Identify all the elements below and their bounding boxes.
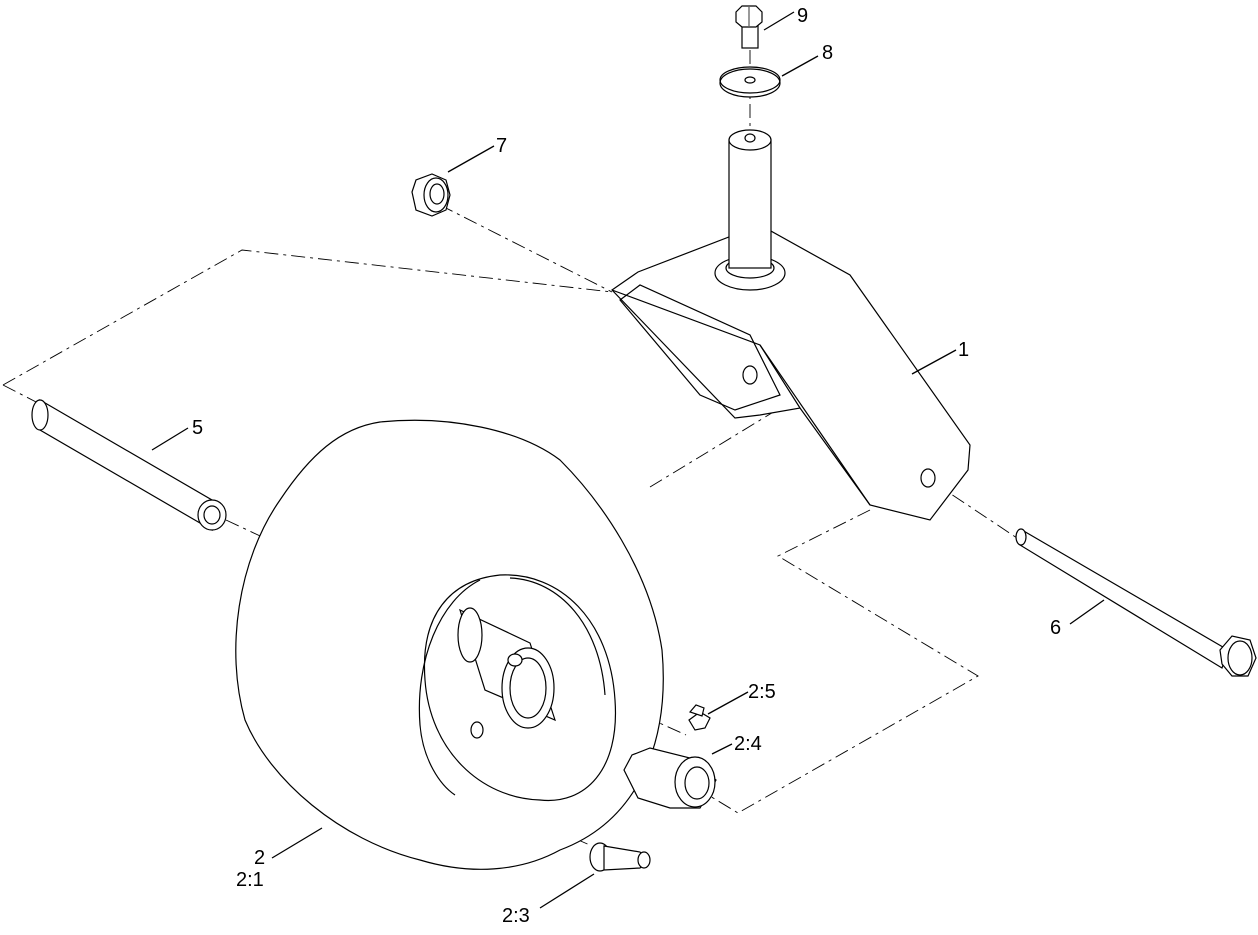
callout-2: 2 <box>254 847 265 869</box>
axle-spacer <box>31 398 227 532</box>
spindle-bolt <box>735 5 763 49</box>
wheel-assembly <box>235 419 664 870</box>
centerline-upper-axle <box>439 204 613 293</box>
leader-9 <box>763 11 795 31</box>
spindle-shaft <box>728 139 772 269</box>
leader-2 <box>271 827 323 859</box>
grease-fitting <box>688 704 711 731</box>
callout-2-5: 2:5 <box>748 681 776 703</box>
centerline-rear-frame <box>2 249 613 386</box>
centerline-axle-right-loop <box>699 509 979 814</box>
valve-stem <box>589 842 651 872</box>
tire <box>235 419 664 870</box>
spindle-washer <box>719 66 781 98</box>
fork-hole-upper <box>742 365 758 385</box>
wheel-bearing <box>623 747 717 809</box>
centerline-bolt-loop <box>649 404 786 488</box>
leader-8 <box>781 55 819 77</box>
leader-7 <box>447 145 495 173</box>
callout-5: 5 <box>192 417 203 439</box>
leader-6 <box>1069 599 1105 625</box>
caster-fork <box>611 129 971 521</box>
wheel-rim <box>423 574 617 802</box>
callout-6: 6 <box>1050 617 1061 639</box>
callout-labels: 9 8 7 1 5 6 2:5 2:4 2 2:1 2:3 <box>192 5 1061 927</box>
leader-2-5 <box>707 691 749 715</box>
callout-2-1: 2:1 <box>236 869 264 891</box>
callout-8: 8 <box>822 42 833 64</box>
leader-2-4 <box>711 743 733 755</box>
centerline-axle-right <box>929 479 1021 541</box>
leader-lines <box>151 11 1105 909</box>
callout-9: 9 <box>797 5 808 27</box>
callout-2-3: 2:3 <box>502 905 530 927</box>
flange-nut <box>411 173 451 217</box>
leader-1 <box>911 349 957 375</box>
callout-1: 1 <box>958 339 969 361</box>
axle-bolt <box>1015 528 1257 677</box>
callout-7: 7 <box>496 135 507 157</box>
fork-hole-lower <box>920 468 936 488</box>
callout-2-4: 2:4 <box>734 733 762 755</box>
leader-5 <box>151 427 189 451</box>
centerline-front-frame <box>2 384 41 405</box>
leader-2-3 <box>539 873 595 909</box>
